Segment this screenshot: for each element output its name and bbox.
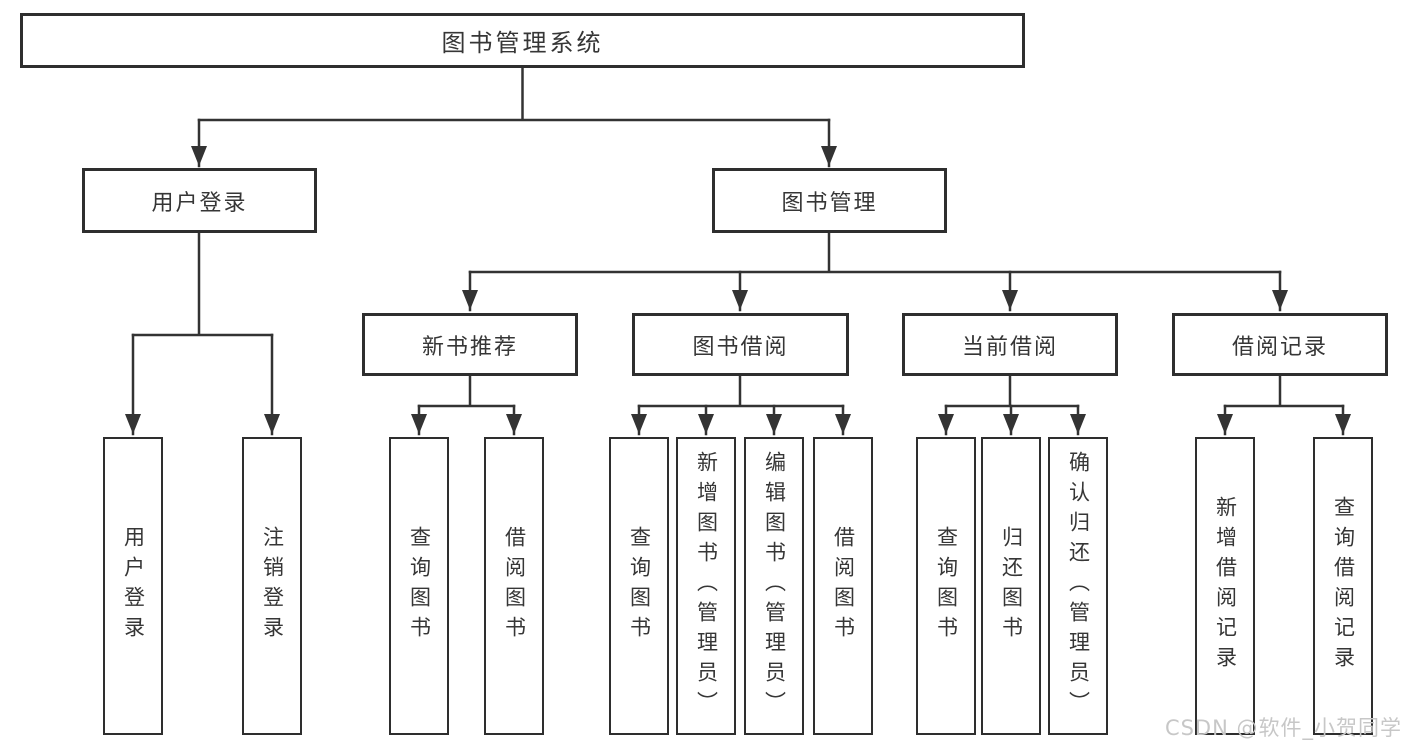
node-label: 查询图书: [407, 526, 432, 646]
node-label: 用户登录: [121, 526, 146, 646]
node-new-book-recommend: 新书推荐: [362, 313, 578, 376]
leaf-add-book-admin: 新增图书（管理员）: [676, 437, 736, 735]
node-book-borrowing: 图书借阅: [632, 313, 849, 376]
leaf-logout: 注销登录: [242, 437, 302, 735]
node-label: 图书管理系统: [441, 29, 604, 57]
node-label: 用户登录: [151, 190, 248, 216]
leaf-confirm-return-admin: 确认归还（管理员）: [1048, 437, 1108, 735]
node-label: 当前借阅: [961, 334, 1058, 360]
connector-path: [131, 66, 1345, 408]
node-label: 新增借阅记录: [1213, 496, 1238, 676]
leaf-query-books-current: 查询图书: [916, 437, 976, 735]
csdn-watermark: CSDN @软件_小贺同学: [1164, 716, 1402, 740]
node-label: 图书借阅: [692, 334, 789, 360]
node-label: 借阅图书: [502, 526, 527, 646]
leaf-edit-book-admin: 编辑图书（管理员）: [744, 437, 804, 735]
node-user-login: 用户登录: [82, 168, 317, 233]
node-label: 查询图书: [934, 526, 959, 646]
leaf-query-borrow-record: 查询借阅记录: [1313, 437, 1373, 735]
leaf-query-books-recommend: 查询图书: [389, 437, 449, 735]
node-label: 查询图书: [627, 526, 652, 646]
node-label: 新增图书（管理员）: [694, 451, 719, 721]
node-label: 查询借阅记录: [1331, 496, 1356, 676]
node-label: 编辑图书（管理员）: [762, 451, 787, 721]
node-label: 确认归还（管理员）: [1066, 451, 1091, 721]
leaf-borrow-books: 借阅图书: [813, 437, 873, 735]
leaf-add-borrow-record: 新增借阅记录: [1195, 437, 1255, 735]
node-library-system: 图书管理系统: [20, 13, 1025, 68]
node-label: 注销登录: [260, 526, 285, 646]
node-book-management: 图书管理: [712, 168, 947, 233]
leaf-user-login: 用户登录: [103, 437, 163, 735]
node-label: 图书管理: [781, 190, 878, 216]
leaf-borrow-books-recommend: 借阅图书: [484, 437, 544, 735]
node-current-borrowing: 当前借阅: [902, 313, 1118, 376]
node-label: 归还图书: [999, 526, 1024, 646]
node-borrowing-records: 借阅记录: [1172, 313, 1388, 376]
leaf-query-books-borrowing: 查询图书: [609, 437, 669, 735]
node-label: 新书推荐: [421, 334, 518, 360]
leaf-return-book: 归还图书: [981, 437, 1041, 735]
node-label: 借阅图书: [831, 526, 856, 646]
node-label: 借阅记录: [1231, 334, 1328, 360]
